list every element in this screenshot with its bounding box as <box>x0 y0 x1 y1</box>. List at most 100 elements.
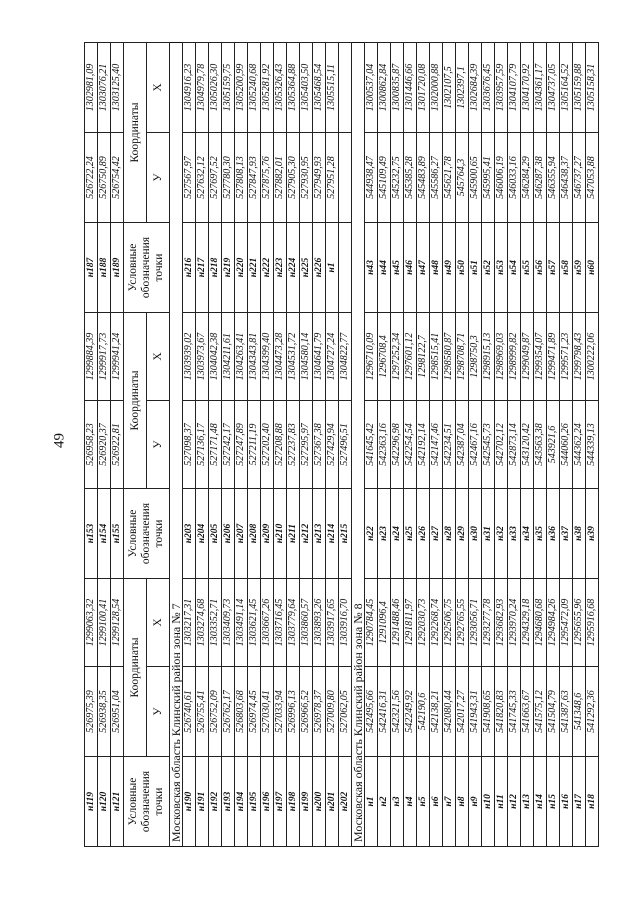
point-name-cell: н39 <box>585 488 598 578</box>
point-name-cell: н153 <box>84 488 97 578</box>
point-name-cell: н50 <box>455 222 468 312</box>
y-coordinate-cell: 542249,92 <box>403 666 416 756</box>
x-coordinate-cell: 1298708,71 <box>455 312 468 400</box>
x-coordinate-cell: 1299100,41 <box>97 578 110 666</box>
point-name-cell: н214 <box>325 488 338 578</box>
y-coordinate-cell: 546287,38 <box>533 132 546 222</box>
x-coordinate-cell: 1297252,34 <box>390 312 403 400</box>
x-coordinate-cell: 1305326,43 <box>273 42 286 132</box>
x-coordinate-cell: 1304473,28 <box>273 312 286 400</box>
coordinates-header: Координаты <box>123 42 146 222</box>
point-name-cell: н26 <box>416 488 429 578</box>
y-coordinate-cell: 542296,98 <box>390 400 403 488</box>
y-header: У <box>146 132 169 222</box>
x-coordinate-cell: 1300862,84 <box>377 42 390 132</box>
y-coordinate-cell: 527808,13 <box>234 132 247 222</box>
y-coordinate-cell: 526951,04 <box>110 666 123 756</box>
x-coordinate-cell: 1302981,09 <box>84 42 97 132</box>
point-name-cell: н32 <box>494 488 507 578</box>
y-coordinate-cell: 527202,40 <box>260 400 273 488</box>
y-coordinate-cell: 526762,17 <box>221 666 234 756</box>
point-name-cell: н216 <box>182 222 195 312</box>
x-coordinate-cell: 1293056,71 <box>468 578 481 666</box>
x-coordinate-cell: 1303076,21 <box>97 42 110 132</box>
point-name-cell: н199 <box>299 756 312 846</box>
y-coordinate-cell: 526978,37 <box>312 666 325 756</box>
y-coordinate-cell: 542254,54 <box>403 400 416 488</box>
y-coordinate-cell: 527242,17 <box>221 400 234 488</box>
y-coordinate-cell: 526922,81 <box>110 400 123 488</box>
point-name-cell: н211 <box>286 488 299 578</box>
x-coordinate-cell: 1304727,24 <box>325 312 338 400</box>
y-coordinate-cell: 546006,19 <box>494 132 507 222</box>
point-label-header: Условные обозначения точки <box>123 222 169 312</box>
y-coordinate-cell: 527247,89 <box>234 400 247 488</box>
x-coordinate-cell: 1299917,73 <box>97 312 110 400</box>
y-coordinate-cell: 526920,37 <box>97 400 110 488</box>
x-coordinate-cell: 1292030,73 <box>416 578 429 666</box>
x-coordinate-cell: 1303676,45 <box>481 42 494 132</box>
y-coordinate-cell: 526958,23 <box>84 400 97 488</box>
x-coordinate-cell: 1304107,79 <box>507 42 520 132</box>
point-name-cell: н51 <box>468 222 481 312</box>
point-name-cell: н44 <box>377 222 390 312</box>
x-coordinate-cell: 1302107,5 <box>442 42 455 132</box>
x-coordinate-cell <box>338 42 351 132</box>
point-name-cell: н189 <box>110 222 123 312</box>
y-coordinate-cell: 527949,93 <box>312 132 325 222</box>
point-name-cell: н45 <box>390 222 403 312</box>
y-coordinate-cell: 542545,73 <box>481 400 494 488</box>
x-coordinate-cell: 1304211,61 <box>221 312 234 400</box>
x-coordinate-cell: 1301446,66 <box>403 42 416 132</box>
point-name-cell: н24 <box>390 488 403 578</box>
point-name-cell: н52 <box>481 222 494 312</box>
point-name-cell: н215 <box>338 488 351 578</box>
x-header: X <box>146 42 169 132</box>
x-coordinate-cell: 1305158,31 <box>585 42 598 132</box>
point-name-cell: н14 <box>533 756 546 846</box>
x-coordinate-cell: 1291488,46 <box>390 578 403 666</box>
y-coordinate-cell: 546438,37 <box>559 132 572 222</box>
x-coordinate-cell: 1303274,68 <box>195 578 208 666</box>
y-header: У <box>146 666 169 756</box>
point-name-cell: н25 <box>403 488 416 578</box>
x-coordinate-cell: 1298580,87 <box>442 312 455 400</box>
y-coordinate-cell: 542321,56 <box>390 666 403 756</box>
x-coordinate-cell: 1293277,78 <box>481 578 494 666</box>
point-name-cell: н58 <box>559 222 572 312</box>
y-coordinate-cell: 527136,17 <box>195 400 208 488</box>
point-name-cell: н57 <box>546 222 559 312</box>
y-coordinate-cell: 542873,14 <box>507 400 520 488</box>
y-coordinate-cell: 545900,65 <box>468 132 481 222</box>
y-coordinate-cell: 545385,28 <box>403 132 416 222</box>
x-coordinate-cell: 1305364,88 <box>286 42 299 132</box>
y-coordinate-cell: 542190,6 <box>416 666 429 756</box>
y-coordinate-cell: 526975,39 <box>84 666 97 756</box>
x-coordinate-cell: 1305159,75 <box>221 42 234 132</box>
x-coordinate-cell: 1304737,05 <box>546 42 559 132</box>
y-coordinate-cell: 546033,16 <box>507 132 520 222</box>
x-coordinate-cell: 1303217,31 <box>182 578 195 666</box>
y-coordinate-cell: 547053,88 <box>585 132 598 222</box>
point-name-cell: н59 <box>572 222 585 312</box>
x-coordinate-cell: 1303939,02 <box>182 312 195 400</box>
point-name-cell: н15 <box>546 756 559 846</box>
point-name-cell: н217 <box>195 222 208 312</box>
y-coordinate-cell: 542702,12 <box>494 400 507 488</box>
x-coordinate-cell: 1303779,64 <box>286 578 299 666</box>
x-coordinate-cell: 1296710,09 <box>364 312 377 400</box>
point-name-cell: н30 <box>468 488 481 578</box>
y-coordinate-cell: 527632,12 <box>195 132 208 222</box>
y-coordinate-cell: 544060,26 <box>559 400 572 488</box>
